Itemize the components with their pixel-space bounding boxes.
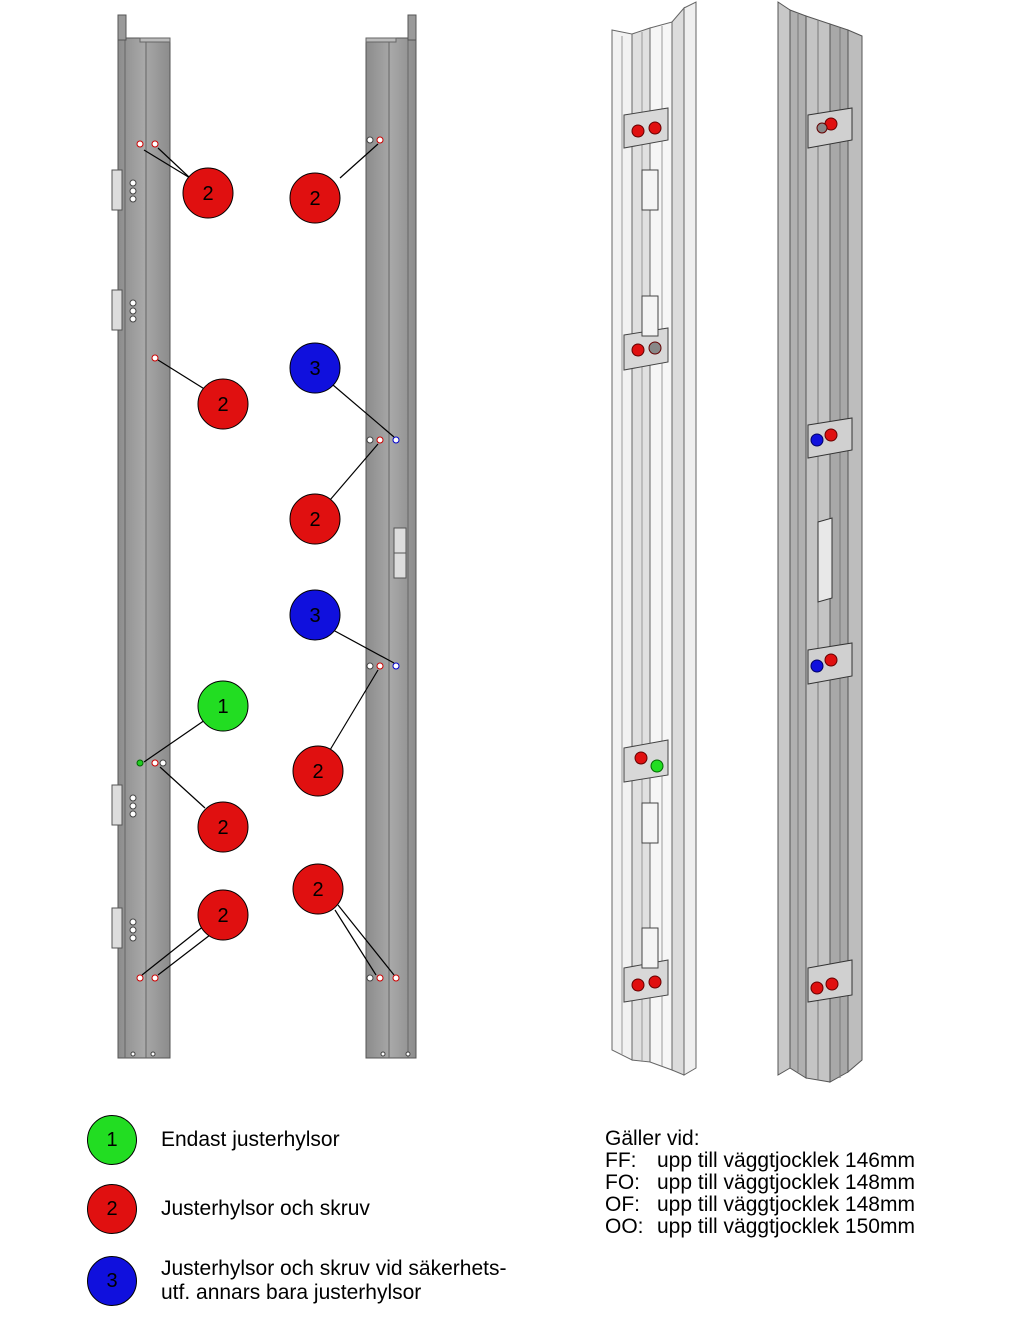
applies-code: FF: (605, 1149, 637, 1172)
applies-row: FO: upp till väggtjocklek 148mm (605, 1172, 915, 1194)
legend-text-3-line1: Justerhylsor och skruv vid säkerhets- (161, 1257, 507, 1280)
svg-text:2: 2 (217, 905, 228, 927)
applies-row: FF: upp till väggtjocklek 146mm (605, 1150, 915, 1172)
badge-2-g: 2 (292, 863, 344, 915)
hinge-2 (111, 289, 123, 331)
hinge-4 (111, 907, 123, 949)
svg-text:2: 2 (312, 879, 323, 901)
legend-badge-1: 1 (87, 1115, 137, 1165)
svg-text:2: 2 (309, 188, 320, 210)
left-frame-profile (111, 14, 171, 1059)
badge-2-a: 2 (182, 167, 234, 219)
legend-item-2: 2 Justerhylsor och skruv (87, 1184, 370, 1234)
badge-2-e: 2 (292, 745, 344, 797)
right-frame-profile (365, 14, 417, 1059)
svg-text:3: 3 (309, 605, 320, 627)
badge-2-f: 2 (197, 801, 249, 853)
hinge-3 (111, 784, 123, 826)
hinge-1 (111, 169, 123, 211)
badge-3-b: 3 (289, 589, 341, 641)
applies-text: upp till väggtjocklek 148mm (657, 1171, 915, 1194)
svg-text:3: 3 (309, 358, 320, 380)
legend-text-1: Endast justerhylsor (161, 1128, 340, 1151)
leader-lines (141, 143, 395, 976)
legend-badge-2: 2 (87, 1184, 137, 1234)
applies-row: OO: upp till väggtjocklek 150mm (605, 1216, 915, 1238)
svg-text:2: 2 (217, 817, 228, 839)
applies-row: OF: upp till väggtjocklek 148mm (605, 1194, 915, 1216)
iso-lock-profile (777, 1, 863, 1083)
applies-heading: Gäller vid: (605, 1127, 700, 1150)
legend-text-2: Justerhylsor och skruv (161, 1197, 370, 1220)
badge-2-b: 2 (289, 172, 341, 224)
svg-text:2: 2 (217, 394, 228, 416)
applies-text: upp till väggtjocklek 146mm (657, 1149, 915, 1172)
badge-2-d: 2 (289, 493, 341, 545)
badge-2-h: 2 (197, 889, 249, 941)
iso-hinge-profile (611, 1, 697, 1076)
svg-text:1: 1 (217, 696, 228, 718)
applies-to-block: Gäller vid: FF: upp till väggtjocklek 14… (605, 1128, 915, 1238)
svg-text:2: 2 (312, 761, 323, 783)
legend-item-1: 1 Endast justerhylsor (87, 1115, 340, 1165)
applies-text: upp till väggtjocklek 148mm (657, 1193, 915, 1216)
legend-text-3: Justerhylsor och skruv vid säkerhets- ut… (161, 1257, 506, 1305)
applies-code: OF: (605, 1193, 640, 1216)
badge-3-a: 3 (289, 342, 341, 394)
applies-code: OO: (605, 1215, 644, 1238)
legend-text-3-line2: utf. annars bara justerhylsor (161, 1281, 422, 1304)
iso-strike-plate (817, 517, 833, 603)
legend-badge-3: 3 (87, 1256, 137, 1306)
applies-code: FO: (605, 1171, 640, 1194)
badge-1: 1 (197, 680, 249, 732)
svg-text:2: 2 (202, 183, 213, 205)
badge-2-c: 2 (197, 378, 249, 430)
legend-item-3: 3 Justerhylsor och skruv vid säkerhets- … (87, 1256, 506, 1306)
svg-text:2: 2 (309, 509, 320, 531)
applies-text: upp till väggtjocklek 150mm (657, 1215, 915, 1238)
